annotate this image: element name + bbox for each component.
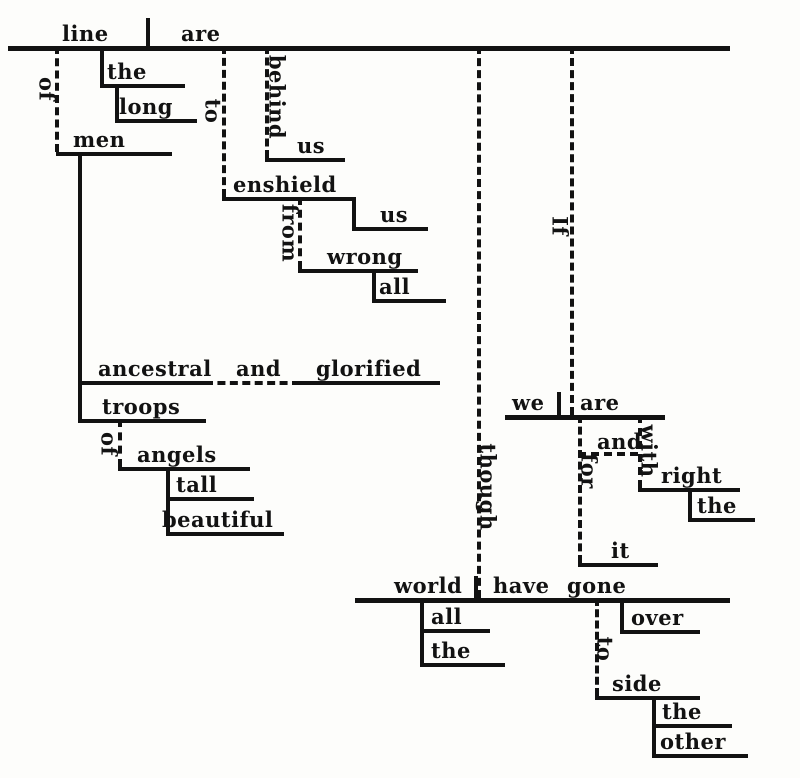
ancestral-shelf <box>78 381 205 385</box>
word-over: over <box>631 605 684 630</box>
side-mod-vertical <box>652 696 656 758</box>
word-for: for <box>576 453 602 489</box>
with-connector <box>638 415 642 488</box>
behind-us-shelf <box>265 158 345 162</box>
for-connector <box>578 415 582 563</box>
gone-over-step <box>620 598 624 634</box>
all-wrong-shelf <box>372 299 446 303</box>
tall-shelf <box>166 497 254 501</box>
word-side: side <box>612 671 662 696</box>
word-the-4: the <box>662 699 702 724</box>
angels-shelf <box>118 467 250 471</box>
wrong-shelf <box>298 269 418 273</box>
word-from: from <box>277 203 303 263</box>
world-baseline <box>355 598 730 603</box>
if-connector <box>570 46 574 415</box>
enshield-shelf <box>222 197 355 201</box>
wrong-all-step <box>372 269 376 303</box>
over-shelf <box>620 630 700 634</box>
to2-connector <box>595 598 599 696</box>
side-the-shelf <box>652 724 732 728</box>
enshield-us-shelf <box>352 227 428 231</box>
world-all-shelf <box>420 629 490 633</box>
we-are-divider <box>557 392 561 419</box>
word-the-3: the <box>431 638 471 663</box>
glorified-shelf <box>300 381 440 385</box>
enshield-us-step <box>352 197 356 231</box>
word-we: we <box>512 390 545 415</box>
world-have-divider <box>474 576 478 602</box>
to-connector <box>222 46 226 197</box>
word-behind: behind <box>264 54 290 140</box>
it-shelf <box>578 563 658 567</box>
of-connector <box>55 46 59 152</box>
word-and-2: and <box>597 429 643 454</box>
word-line: line <box>62 21 109 46</box>
with-for-and-connector <box>578 452 638 456</box>
word-tall: tall <box>176 472 218 497</box>
word-if: If <box>547 216 573 236</box>
word-glorified: glorified <box>316 356 422 381</box>
of2-connector <box>118 419 122 467</box>
word-all-2: all <box>431 604 463 629</box>
word-us-2: us <box>380 202 409 227</box>
other-shelf <box>652 754 748 758</box>
word-have: have <box>493 573 550 598</box>
word-beautiful: beautiful <box>162 507 274 532</box>
word-world: world <box>394 573 463 598</box>
word-the-2: the <box>697 493 737 518</box>
word-though: though <box>475 443 501 531</box>
side-shelf <box>595 696 700 700</box>
we-are-baseline <box>505 415 665 420</box>
men-troops-vertical <box>78 152 82 423</box>
word-gone: gone <box>567 573 627 598</box>
word-and-1: and <box>236 356 282 381</box>
men-shelf <box>56 152 172 156</box>
word-are-2: are <box>580 390 620 415</box>
word-right: right <box>661 463 723 488</box>
subject-verb-divider <box>146 18 150 50</box>
word-troops: troops <box>102 394 181 419</box>
word-to-2: to <box>592 636 618 662</box>
word-men: men <box>73 127 126 152</box>
word-wrong: wrong <box>327 244 403 269</box>
word-the: the <box>107 59 147 84</box>
world-the-shelf <box>420 663 505 667</box>
long-shelf <box>115 119 197 123</box>
word-all-1: all <box>379 274 411 299</box>
word-angels: angels <box>137 442 217 467</box>
word-ancestral: ancestral <box>98 356 212 381</box>
line-mod-step-1 <box>100 46 104 88</box>
main-baseline <box>8 46 730 51</box>
line-mod-step-2 <box>115 84 119 123</box>
word-to: to <box>200 98 226 124</box>
though-connector <box>477 46 481 598</box>
word-of-2: of <box>96 431 122 457</box>
the-shelf <box>100 84 185 88</box>
word-are: are <box>181 21 221 46</box>
word-with: with <box>636 424 662 478</box>
right-the-step <box>688 488 692 522</box>
word-it: it <box>611 538 630 563</box>
word-of: of <box>34 76 60 102</box>
ancestral-glorified-connector <box>205 381 300 385</box>
from-connector <box>298 197 302 269</box>
word-enshield: enshield <box>233 172 337 197</box>
word-long: long <box>119 94 173 119</box>
troops-shelf <box>78 419 206 423</box>
word-other: other <box>660 729 726 754</box>
word-us-1: us <box>297 133 326 158</box>
world-mod-vertical <box>420 598 424 667</box>
angels-mod-vertical <box>166 467 170 536</box>
beautiful-shelf <box>166 532 284 536</box>
behind-connector <box>265 46 269 158</box>
right-the-shelf <box>688 518 755 522</box>
